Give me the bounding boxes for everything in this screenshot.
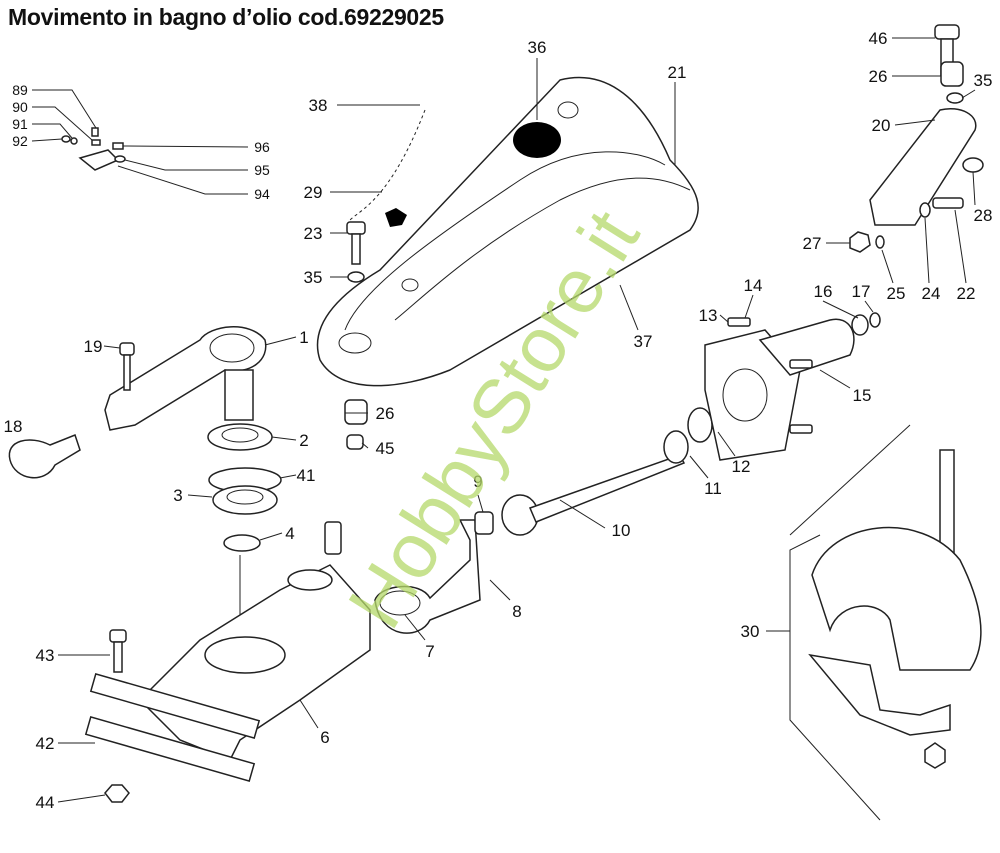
callout-2: 2 xyxy=(299,431,308,450)
callout-90: 90 xyxy=(12,99,28,115)
housing-part xyxy=(84,564,371,803)
washer-35 xyxy=(347,271,365,283)
callout-17: 17 xyxy=(852,282,871,301)
callout-1: 1 xyxy=(299,328,308,347)
callout-4: 4 xyxy=(285,524,294,543)
callout-95: 95 xyxy=(254,162,270,178)
callout-13: 13 xyxy=(699,306,718,325)
callout-43: 43 xyxy=(36,646,55,665)
callout-24: 24 xyxy=(922,284,941,303)
callout-16: 16 xyxy=(814,282,833,301)
callout-44: 44 xyxy=(36,793,55,812)
linkage-small-part xyxy=(61,127,126,171)
callout-9: 9 xyxy=(473,472,482,491)
callout-21: 21 xyxy=(668,63,687,82)
callout-38: 38 xyxy=(309,96,328,115)
callout-26: 26 xyxy=(376,404,395,423)
callout-35: 35 xyxy=(304,268,323,287)
arm-part xyxy=(8,326,267,479)
callout-8: 8 xyxy=(512,602,521,621)
callout-28: 28 xyxy=(974,206,993,225)
callout-89: 89 xyxy=(12,82,28,98)
plug-29 xyxy=(385,208,407,227)
callout-46: 46 xyxy=(869,29,888,48)
guard-part xyxy=(789,424,982,821)
leader-lines xyxy=(31,37,976,803)
flange-part xyxy=(704,312,881,461)
callout-22: 22 xyxy=(957,284,976,303)
callout-96: 96 xyxy=(254,139,270,155)
callout-30: 30 xyxy=(741,622,760,641)
callout-41: 41 xyxy=(297,466,316,485)
callout-20: 20 xyxy=(872,116,891,135)
callout-36: 36 xyxy=(528,38,547,57)
callout-19: 19 xyxy=(84,337,103,356)
callout-29: 29 xyxy=(304,183,323,202)
callout-15: 15 xyxy=(853,386,872,405)
cap-36 xyxy=(513,122,561,158)
callout-94: 94 xyxy=(254,186,270,202)
callout-92: 92 xyxy=(12,133,28,149)
callout-11: 11 xyxy=(704,479,722,498)
callout-10: 10 xyxy=(612,521,631,540)
callout-91: 91 xyxy=(12,116,28,132)
callout-7: 7 xyxy=(425,642,434,661)
callout-37: 37 xyxy=(634,332,653,351)
diagram-title: Movimento in bagno d’olio cod.69229025 xyxy=(8,4,444,30)
callout-18: 18 xyxy=(4,417,23,436)
callout-25: 25 xyxy=(887,284,906,303)
cover-part xyxy=(316,76,699,387)
callout-45: 45 xyxy=(376,439,395,458)
callout-42: 42 xyxy=(36,734,55,753)
callout-3: 3 xyxy=(173,486,182,505)
callout-35b: 35 xyxy=(974,71,993,90)
callout-23: 23 xyxy=(304,224,323,243)
callout-14: 14 xyxy=(744,276,763,295)
callout-6: 6 xyxy=(320,728,329,747)
bracket-part xyxy=(849,24,984,253)
bolt-23 xyxy=(346,221,366,265)
callout-26b: 26 xyxy=(869,67,888,86)
callout-12: 12 xyxy=(732,457,751,476)
callout-27: 27 xyxy=(803,234,822,253)
